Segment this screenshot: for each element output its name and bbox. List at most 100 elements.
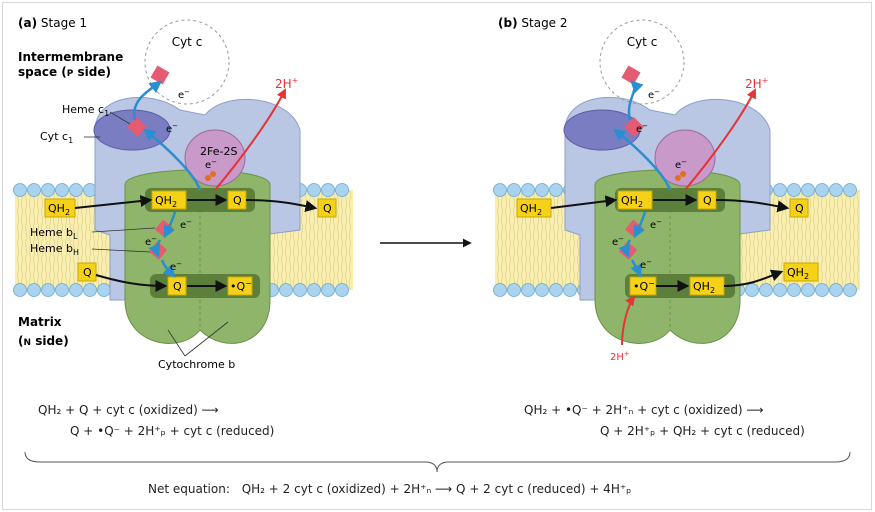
net-equation-row: Net equation: QH₂ + 2 cyt c (oxidized) +…	[148, 482, 631, 496]
stage2-equation-line2: Q + 2H⁺ₚ + QH₂ + cyt c (reduced)	[600, 424, 805, 438]
svg-text:Cyt c1: Cyt c1	[40, 130, 73, 145]
lipid-head	[787, 183, 801, 197]
qh2-site-a: QH	[155, 194, 172, 207]
electron-label-a-5: e−	[145, 235, 157, 248]
svg-text:space (P side): space (P side)	[18, 65, 111, 79]
lipid-head	[321, 283, 335, 297]
qh2-n-b: QH	[693, 280, 710, 293]
proton-arrow-out-b	[684, 88, 756, 191]
qh2-left-a: QH	[48, 202, 65, 215]
lipid-head	[41, 283, 55, 297]
lipid-head	[521, 283, 535, 297]
electron-arrow-fes-b	[613, 128, 672, 191]
panel-a: Cyt c (a) Sta	[13, 16, 353, 371]
lipid-head	[759, 283, 773, 297]
electron-labels-b: e− e− e− e− e− e−	[612, 88, 687, 271]
cyt-c-circle-a	[144, 19, 230, 105]
two-h-top-b: 2H	[745, 77, 762, 91]
lipid-head	[549, 183, 563, 197]
lipid-head	[787, 283, 801, 297]
qh2-site-b: QH	[621, 194, 638, 207]
heme-c1-label: Heme c	[62, 103, 104, 116]
electron-label-a-6: e−	[170, 260, 182, 273]
electron-arrow-bh-b	[618, 239, 632, 258]
svg-text:Heme c1: Heme c1	[62, 103, 109, 118]
electron-arrow-fes-a	[143, 128, 202, 191]
ims-side: P	[67, 69, 74, 79]
electron-arrow-cytc-b	[627, 80, 644, 121]
q-site-b: Q	[703, 194, 712, 207]
lipid-head	[335, 183, 349, 197]
q-box-out-a	[317, 198, 337, 218]
q-radical-b: •Q	[633, 280, 648, 293]
q-radical-a: •Q	[230, 280, 245, 293]
lipid-head	[55, 283, 69, 297]
electron-label-a-4: e−	[180, 218, 192, 231]
proton-arrow-in-b	[621, 295, 636, 346]
lipid-head	[801, 183, 815, 197]
cyt-c-circle-b	[599, 19, 685, 105]
panel-a-letter: (a)	[18, 16, 37, 30]
electron-label-b-4: e−	[650, 218, 662, 231]
qh2-box-site-b	[617, 190, 653, 210]
svg-text:Heme bH: Heme bH	[30, 242, 79, 257]
electron-arrow-qi-a	[160, 259, 176, 278]
ims-label-2: space (	[18, 65, 67, 79]
lipid-head	[801, 283, 815, 297]
lipid-head	[41, 183, 55, 197]
electron-arrow-bl-a	[163, 211, 177, 239]
lipid-head	[279, 283, 293, 297]
lipid-head	[13, 283, 27, 297]
q-box-out-b	[789, 198, 809, 218]
stage1-equation-line2: Q + •Q⁻ + 2H⁺ₚ + cyt c (reduced)	[70, 424, 275, 438]
fes-cluster-a	[205, 175, 211, 181]
svg-text:Heme bL: Heme bL	[30, 226, 78, 241]
lipid-head	[493, 283, 507, 297]
electron-label-a-3: e−	[205, 158, 217, 171]
svg-text:QH2: QH2	[693, 280, 715, 295]
electron-label-a-1: e−	[178, 88, 190, 101]
lipid-head	[13, 183, 27, 197]
lipid-head	[815, 283, 829, 297]
lipid-head	[535, 283, 549, 297]
two-h-label-a: 2H	[275, 77, 292, 91]
svg-text:(N side): (N side)	[18, 334, 69, 348]
svg-text:QH2: QH2	[621, 194, 643, 209]
stage1-equation-line1: QH₂ + Q + cyt c (oxidized) ⟶	[38, 403, 219, 417]
qh2-left-b: QH	[520, 202, 537, 215]
electron-arrow-cytc-a	[132, 80, 162, 121]
qh2-exit-arrow-b	[723, 269, 784, 287]
q-radical-box-a	[227, 276, 253, 296]
q-exit-arrow-a	[245, 199, 318, 213]
two-h-bottom-b: 2H	[610, 352, 624, 363]
electron-arrow-bh-a	[148, 239, 162, 258]
matrix-side-tail: side)	[31, 334, 69, 348]
svg-text:QH2: QH2	[48, 202, 70, 217]
matrix-side-1: (	[18, 334, 23, 348]
lipid-head	[829, 283, 843, 297]
electron-arrow-qi-b	[630, 259, 643, 278]
heme-bh-label: Heme b	[30, 242, 73, 255]
qh2-box-out-b	[783, 262, 819, 282]
heme-c1-a	[127, 117, 147, 137]
electron-labels-a: e− e− e− e− e− e−	[145, 88, 217, 273]
svg-text:•Q−: •Q−	[230, 279, 252, 293]
svg-text:(a) Stage 1: (a) Stage 1	[18, 16, 87, 30]
svg-text:•Q−: •Q−	[633, 279, 655, 293]
lipid-head	[493, 183, 507, 197]
lipid-head	[521, 183, 535, 197]
qh2-entry-arrow-a	[74, 195, 153, 209]
cyt-c-label-a: Cyt c	[172, 35, 203, 49]
lipid-head	[27, 183, 41, 197]
lipid-head	[27, 283, 41, 297]
electron-label-b-5: e−	[612, 235, 624, 248]
q-entry-qi-arrow-a	[95, 274, 168, 292]
lipid-head	[507, 183, 521, 197]
stage2-equation-line1: QH₂ + •Q⁻ + 2H⁺ₙ + cyt c (oxidized) ⟶	[524, 403, 764, 417]
heme-bl-label: Heme b	[30, 226, 73, 239]
lipid-head	[563, 283, 577, 297]
q-box-in-a	[77, 262, 97, 282]
lipid-head	[773, 183, 787, 197]
panel-b: Cyt c (b) Stage 2 2H+ 2H+ QH2 QH2	[493, 16, 860, 363]
svg-text:2H+: 2H+	[610, 350, 630, 363]
